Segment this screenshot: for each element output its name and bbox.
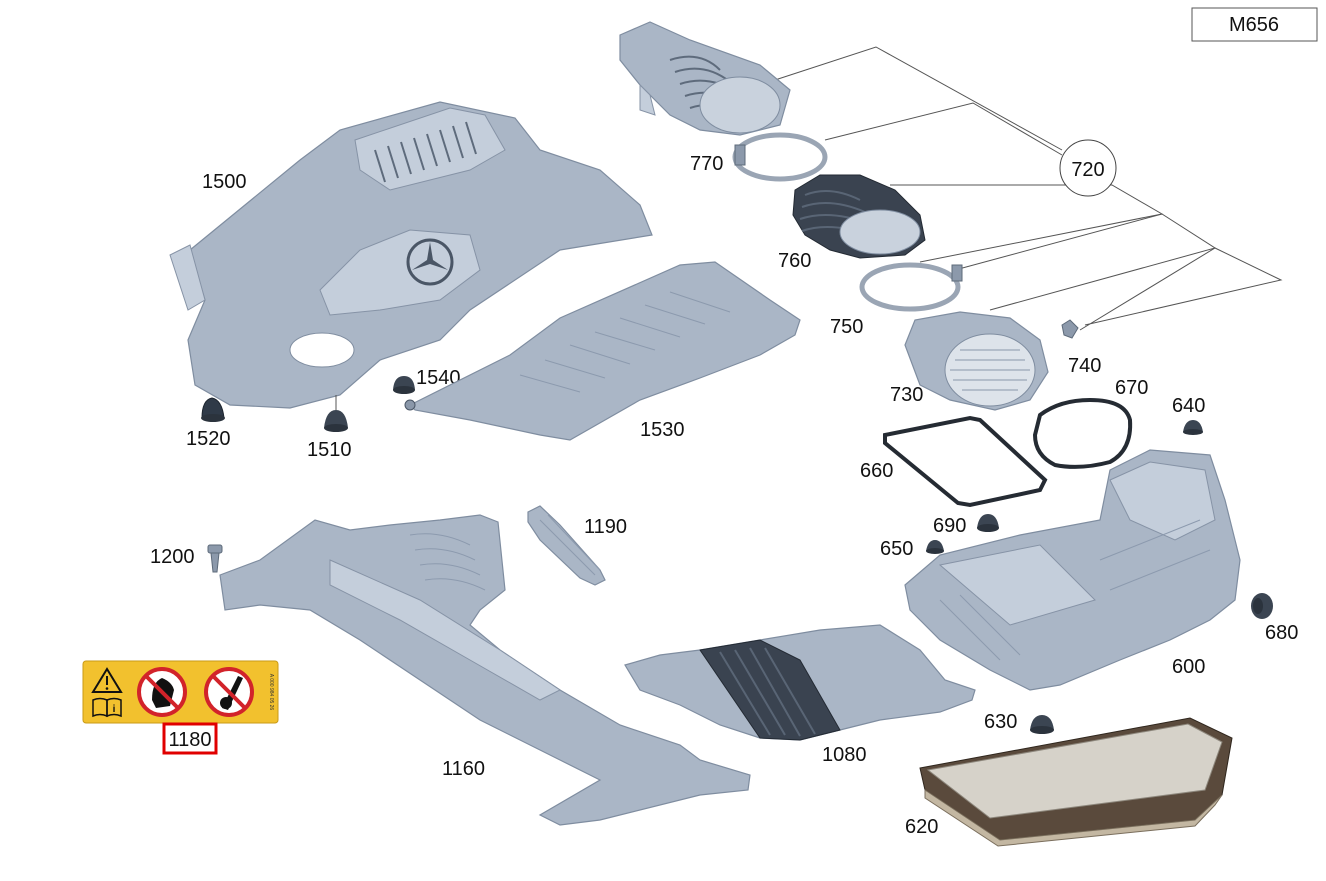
part-720-upper-duct[interactable] [619, 21, 791, 136]
group-720-circle [1059, 139, 1117, 197]
label-1190[interactable]: 1190 [584, 516, 627, 538]
part-1080-intake-duct[interactable] [624, 624, 976, 741]
part-620-filter-element[interactable] [919, 717, 1233, 847]
part-1200-clip[interactable] [207, 544, 223, 573]
svg-text:A 000 984 05 26: A 000 984 05 26 [268, 674, 274, 711]
label-660[interactable]: 660 [860, 460, 893, 482]
part-640-grommet[interactable] [1183, 420, 1203, 435]
label-1510[interactable]: 1510 [307, 439, 352, 461]
label-740[interactable]: 740 [1068, 355, 1101, 377]
part-1160-intake-duct[interactable] [219, 514, 751, 826]
label-620[interactable]: 620 [905, 816, 938, 838]
part-1520-grommet[interactable] [201, 397, 225, 422]
manual-book-icon: i [92, 697, 122, 718]
model-box-text: M656 [1229, 14, 1279, 36]
svg-text:i: i [113, 704, 116, 715]
part-1530-cover-plate[interactable] [404, 261, 801, 441]
warning-triangle-icon [91, 667, 123, 693]
label-1180[interactable]: 1180 [168, 729, 211, 751]
part-770-clamp[interactable] [732, 132, 828, 182]
label-1530[interactable]: 1530 [640, 419, 685, 441]
label-680[interactable]: 680 [1265, 622, 1298, 644]
label-730[interactable]: 730 [890, 384, 923, 406]
label-1500[interactable]: 1500 [202, 171, 247, 193]
part-730-airflow-housing[interactable] [904, 311, 1049, 411]
part-650-grommet[interactable] [926, 540, 944, 554]
label-770[interactable]: 770 [690, 153, 723, 175]
part-1510-grommet[interactable] [324, 395, 348, 432]
part-760-bellows[interactable] [792, 174, 926, 259]
label-1540[interactable]: 1540 [416, 367, 461, 389]
part-750-clamp[interactable] [859, 262, 963, 312]
part-1190-bracket[interactable] [527, 505, 606, 586]
part-630-grommet[interactable] [1030, 715, 1054, 734]
part-670-gasket[interactable] [1032, 397, 1133, 469]
label-640[interactable]: 640 [1172, 395, 1205, 417]
part-690-grommet[interactable] [977, 514, 999, 532]
label-630[interactable]: 630 [984, 711, 1017, 733]
group-720-leaders: 720 [774, 46, 1283, 331]
label-1520[interactable]: 1520 [186, 428, 231, 450]
label-750[interactable]: 750 [830, 316, 863, 338]
label-1180-highlight [162, 722, 218, 755]
group-720-label[interactable]: 720 [1071, 159, 1104, 181]
label-1160[interactable]: 1160 [442, 758, 485, 780]
part-680-grommet[interactable] [1251, 593, 1273, 619]
label-690[interactable]: 690 [933, 515, 966, 537]
part-1180-warning-label[interactable]: i A 000 984 05 26 [82, 660, 279, 724]
no-tool-icon [204, 667, 254, 717]
part-1540-grommet[interactable] [393, 376, 415, 394]
label-1080[interactable]: 1080 [822, 744, 867, 766]
no-hand-icon [137, 667, 187, 717]
part-600-filter-housing[interactable] [904, 449, 1241, 691]
label-760[interactable]: 760 [778, 250, 811, 272]
label-1200[interactable]: 1200 [150, 546, 195, 568]
part-1500-engine-cover[interactable] [169, 101, 653, 409]
part-660-gasket[interactable] [883, 415, 1048, 508]
model-box: M656 [1191, 7, 1318, 42]
label-600[interactable]: 600 [1172, 656, 1205, 678]
label-670[interactable]: 670 [1115, 377, 1148, 399]
label-650[interactable]: 650 [880, 538, 913, 560]
part-740-clip[interactable] [1061, 319, 1079, 339]
